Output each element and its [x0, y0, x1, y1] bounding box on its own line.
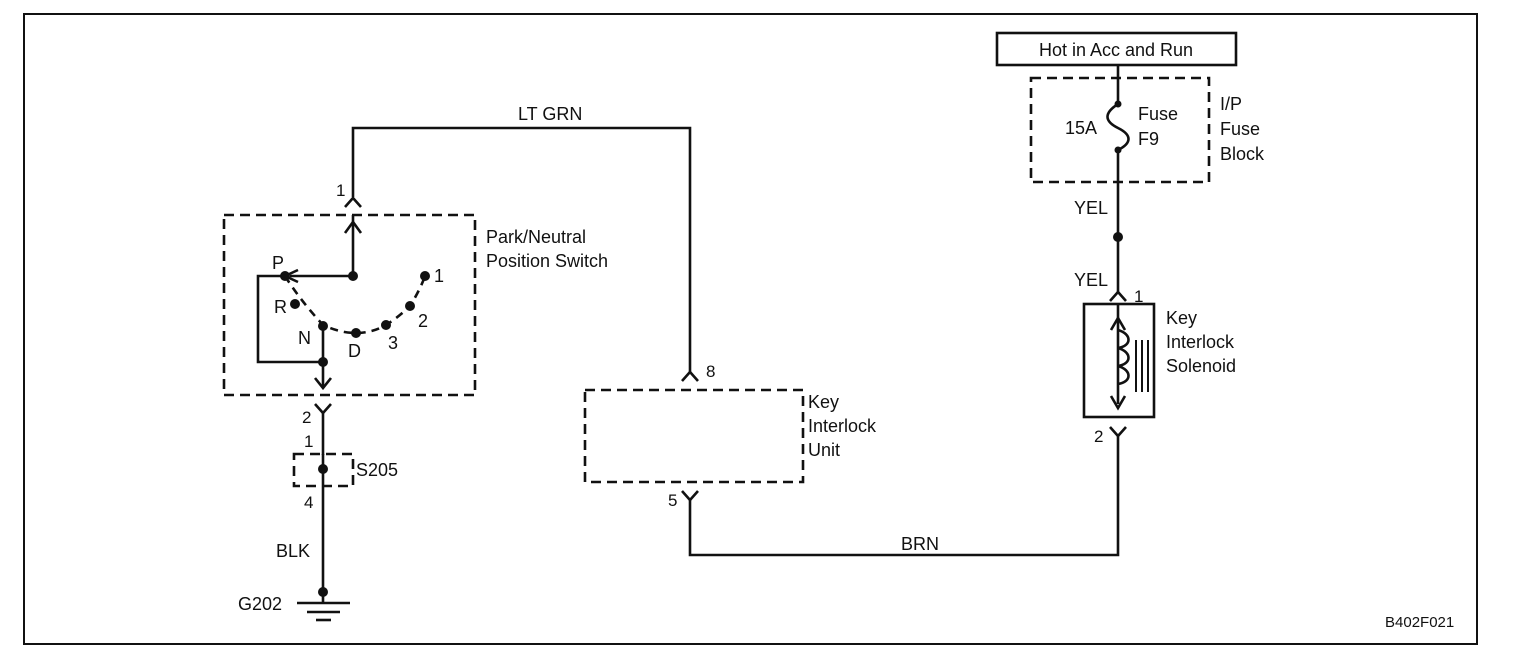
- wire-blk: BLK: [276, 454, 325, 592]
- key-interlock-solenoid: 1 Key Interlock Solenoid 2: [1082, 287, 1236, 446]
- switch-label-2: Position Switch: [486, 251, 608, 271]
- fuse-f9: 15A Fuse F9: [1065, 65, 1178, 154]
- position-label-2: 2: [418, 311, 428, 331]
- solenoid-label-2: Interlock: [1166, 332, 1235, 352]
- wire-label-brn: BRN: [901, 534, 939, 554]
- key-interlock-unit: Key Interlock Unit 8 5: [583, 362, 877, 510]
- wire-yel: YEL YEL: [1074, 150, 1127, 302]
- position-label-1: 1: [434, 266, 444, 286]
- park-neutral-position-switch: 1 Park/Neutral Position Switch P R N D 3…: [222, 181, 608, 427]
- solenoid-pin-1: 1: [1134, 287, 1143, 306]
- unit-label-3: Unit: [808, 440, 840, 460]
- wire-lt-grn: LT GRN: [351, 104, 692, 372]
- power-source: Hot in Acc and Run: [995, 31, 1238, 67]
- splice-name: S205: [356, 460, 398, 480]
- switch-pin-2: 2: [302, 408, 311, 427]
- fuse-block-label-3: Block: [1220, 144, 1265, 164]
- solenoid-label-1: Key: [1166, 308, 1197, 328]
- solenoid-pin-2: 2: [1094, 427, 1103, 446]
- diagram-id: B402F021: [1385, 614, 1454, 631]
- wire-label-lt-grn: LT GRN: [518, 104, 582, 124]
- wire-brn: BRN: [688, 436, 1120, 557]
- position-label-r: R: [274, 297, 287, 317]
- fuse-rating: 15A: [1065, 118, 1097, 138]
- wire-label-yel-upper: YEL: [1074, 198, 1108, 218]
- ground-name: G202: [238, 594, 282, 614]
- unit-pin-5: 5: [668, 491, 677, 510]
- position-label-p: P: [272, 253, 284, 273]
- position-label-d: D: [348, 341, 361, 361]
- unit-label-2: Interlock: [808, 416, 877, 436]
- position-label-n: N: [298, 328, 311, 348]
- splice-pin-4: 4: [304, 493, 313, 512]
- fuse-block-label-2: Fuse: [1220, 119, 1260, 139]
- ip-fuse-block: I/P Fuse Block: [1029, 76, 1265, 184]
- fuse-name-1: Fuse: [1138, 104, 1178, 124]
- unit-label-1: Key: [808, 392, 839, 412]
- unit-pin-8: 8: [706, 362, 715, 381]
- diagram-frame: [23, 13, 1478, 645]
- splice-pin-1: 1: [304, 432, 313, 451]
- fuse-block-label-1: I/P: [1220, 94, 1242, 114]
- position-label-3: 3: [388, 333, 398, 353]
- switch-pin-1: 1: [336, 181, 345, 200]
- power-source-label: Hot in Acc and Run: [1039, 40, 1193, 60]
- splice-s205: 1 S205 4: [292, 413, 398, 512]
- ground-g202: G202: [238, 587, 350, 622]
- wire-label-yel-lower: YEL: [1074, 270, 1108, 290]
- solenoid-label-3: Solenoid: [1166, 356, 1236, 376]
- wire-label-blk: BLK: [276, 541, 310, 561]
- switch-label-1: Park/Neutral: [486, 227, 586, 247]
- fuse-name-2: F9: [1138, 129, 1159, 149]
